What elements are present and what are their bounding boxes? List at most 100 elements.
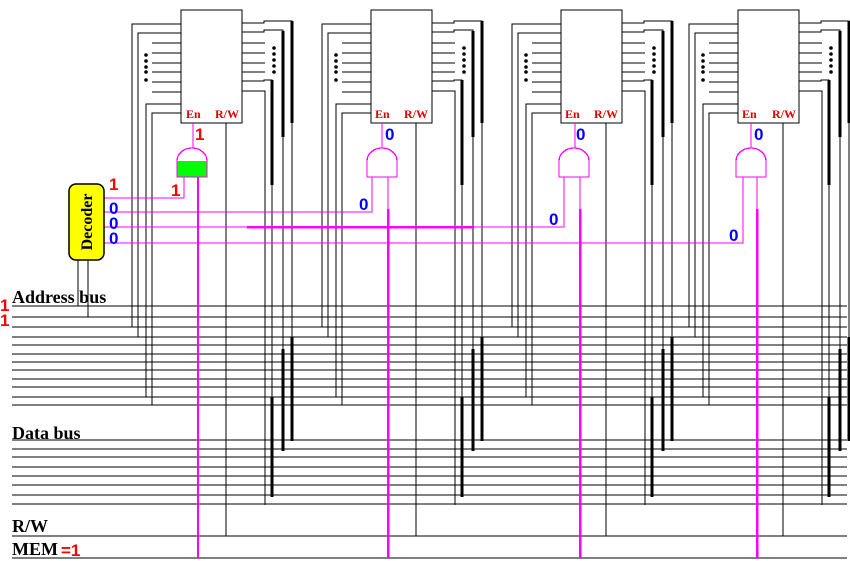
chip-4-address-wire <box>694 32 738 337</box>
chip-1-address-wire <box>145 103 181 397</box>
ellipsis-dot <box>829 64 833 68</box>
chip-3-data-wire <box>622 29 664 451</box>
ellipsis-dot <box>701 65 705 69</box>
chip-4-address-wire <box>708 112 738 405</box>
chip-1-address-wire <box>131 23 181 327</box>
ellipsis-dot <box>144 65 148 69</box>
gate-1-select-wire <box>104 177 185 199</box>
ellipsis-dot <box>272 52 276 56</box>
chip-2-data-wire <box>432 90 456 505</box>
ellipsis-dot <box>701 53 705 57</box>
decoder-output-0: 1 <box>109 175 118 194</box>
ellipsis-dot <box>272 64 276 68</box>
decoder-label: Decoder <box>79 194 96 251</box>
memory-chip-2 <box>370 9 433 124</box>
chip-2-address-wire <box>341 112 371 405</box>
chip-4-data-wire <box>799 79 830 497</box>
ellipsis-dot <box>462 46 466 50</box>
chip-1-data-wire <box>242 90 266 505</box>
chip-1-enable-value: 1 <box>195 125 204 144</box>
gate-1-active-fill <box>177 161 207 177</box>
ellipsis-dot <box>144 70 148 74</box>
ellipsis-dot <box>524 59 528 63</box>
memory-chip-4 <box>737 9 800 124</box>
ellipsis-dot <box>652 58 656 62</box>
gate-2-select-wire <box>104 177 373 213</box>
ellipsis-dot <box>334 53 338 57</box>
gate-3-select-input: 0 <box>549 210 558 229</box>
gate-1-select-input: 1 <box>171 181 180 200</box>
ellipsis-dot <box>334 59 338 63</box>
ellipsis-dot <box>701 59 705 63</box>
chip-3-data-wire <box>622 79 653 497</box>
chip-3-data-wire <box>622 20 673 441</box>
ellipsis-dot <box>701 78 705 82</box>
gate-2-select-input: 0 <box>359 195 368 214</box>
ellipsis-dot <box>652 70 656 74</box>
chip-3-address-wire <box>531 112 561 405</box>
chip-3-address-wire <box>517 32 561 337</box>
ellipsis-dot <box>272 46 276 50</box>
gate-4-select-input: 0 <box>729 226 738 245</box>
chip-2-data-wire <box>432 79 463 497</box>
chip-3-address-wire <box>511 23 561 327</box>
memory-chip-1 <box>180 9 243 124</box>
chip-1-data-wire <box>242 79 273 497</box>
and-gate-4 <box>735 147 767 178</box>
chip-2-address-wire <box>321 23 371 327</box>
ellipsis-dot <box>829 70 833 74</box>
ellipsis-dot <box>462 52 466 56</box>
decoder-output-1: 0 <box>109 199 118 218</box>
ellipsis-dot <box>144 78 148 82</box>
gate-4-select-wire <box>104 177 744 244</box>
chip-1-address-wire <box>151 112 181 405</box>
decoder: Decoder <box>68 183 105 261</box>
chip-4-enable-value: 0 <box>754 125 763 144</box>
ellipsis-dot <box>144 53 148 57</box>
ellipsis-dot <box>334 65 338 69</box>
ellipsis-dot <box>652 46 656 50</box>
decoder-output-3: 0 <box>109 229 118 248</box>
ellipsis-dot <box>829 58 833 62</box>
chip-1-data-wire <box>242 20 293 441</box>
ellipsis-dot <box>462 70 466 74</box>
memory-chip-3 <box>560 9 623 124</box>
wires-layer <box>12 9 850 559</box>
chip-2-en-label: En <box>375 107 390 121</box>
and-gate-2 <box>366 147 398 178</box>
chip-1-data-wire <box>242 29 284 451</box>
chip-2-address-wire <box>327 32 371 337</box>
ellipsis-dot <box>701 70 705 74</box>
ellipsis-dot <box>829 46 833 50</box>
decoder-output-2: 0 <box>109 214 118 233</box>
control-layer <box>104 123 767 558</box>
chip-3-enable-value: 0 <box>576 125 585 144</box>
chip-4-en-label: En <box>742 107 757 121</box>
chip-2-address-wire <box>335 103 371 397</box>
ellipsis-dot <box>462 64 466 68</box>
chip-4-data-wire <box>799 20 850 441</box>
chip-2-enable-value: 0 <box>385 125 394 144</box>
ellipsis-dot <box>524 70 528 74</box>
chip-2-data-wire <box>432 20 483 441</box>
mem-value: =1 <box>61 541 80 560</box>
ellipsis-dot <box>524 53 528 57</box>
chip-2-rw-label: R/W <box>404 107 428 121</box>
ellipsis-dot <box>272 70 276 74</box>
mem-line-label: MEM <box>12 539 58 559</box>
chip-3-data-wire <box>622 90 646 505</box>
ellipsis-dot <box>334 78 338 82</box>
address-bit-0: 1 <box>0 296 9 315</box>
and-gate-1 <box>176 147 208 178</box>
chip-4-data-wire <box>799 29 841 451</box>
chip-1-rw-label: R/W <box>215 107 239 121</box>
decoder-box <box>68 183 105 261</box>
address-bit-1: 1 <box>0 311 9 330</box>
ellipsis-dot <box>524 78 528 82</box>
data-bus-label: Data bus <box>12 423 81 443</box>
chip-4-address-wire <box>702 103 738 397</box>
and-gate-3 <box>558 147 590 178</box>
chip-2-data-wire <box>432 29 474 451</box>
